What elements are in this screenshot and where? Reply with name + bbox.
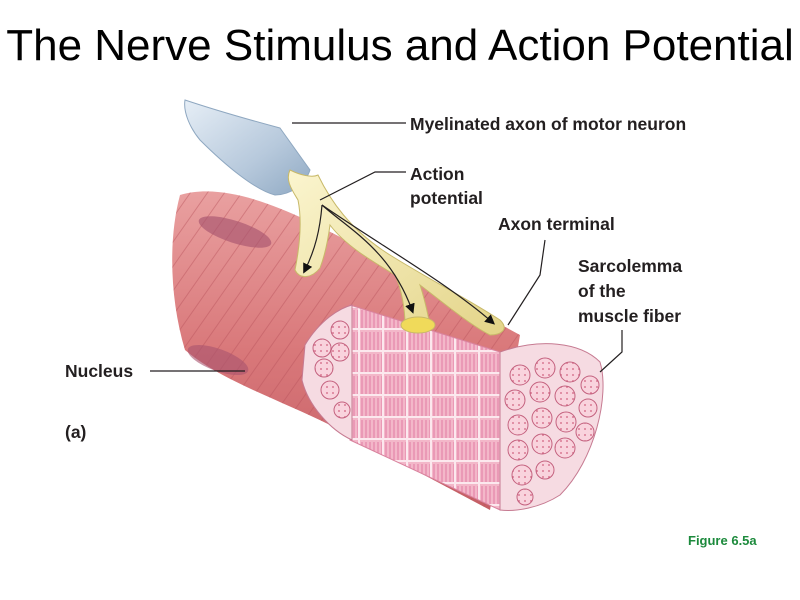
nucleus-shape — [198, 216, 272, 248]
label-sarcolemma: Sarcolemma — [578, 256, 682, 276]
myelinated-axon — [184, 99, 311, 196]
label-action-potential-2: potential — [410, 188, 483, 208]
panel-label: (a) — [65, 422, 86, 442]
fiber-cross-section — [301, 304, 604, 511]
leader-lines — [150, 122, 623, 373]
label-action-potential: Action — [410, 164, 464, 184]
nucleus-shape — [187, 344, 249, 376]
label-sarcolemma-3: muscle fiber — [578, 306, 681, 326]
figure-reference: Figure 6.5a — [688, 533, 757, 548]
label-nucleus: Nucleus — [65, 361, 133, 381]
axon-terminals — [287, 169, 505, 336]
label-myelinated-axon: Myelinated axon of motor neuron — [410, 114, 686, 134]
label-axon-terminal: Axon terminal — [498, 214, 615, 234]
label-sarcolemma-2: of the — [578, 281, 626, 301]
slide-title: The Nerve Stimulus and Action Potential — [6, 21, 794, 70]
action-potential-arrows — [303, 204, 496, 325]
